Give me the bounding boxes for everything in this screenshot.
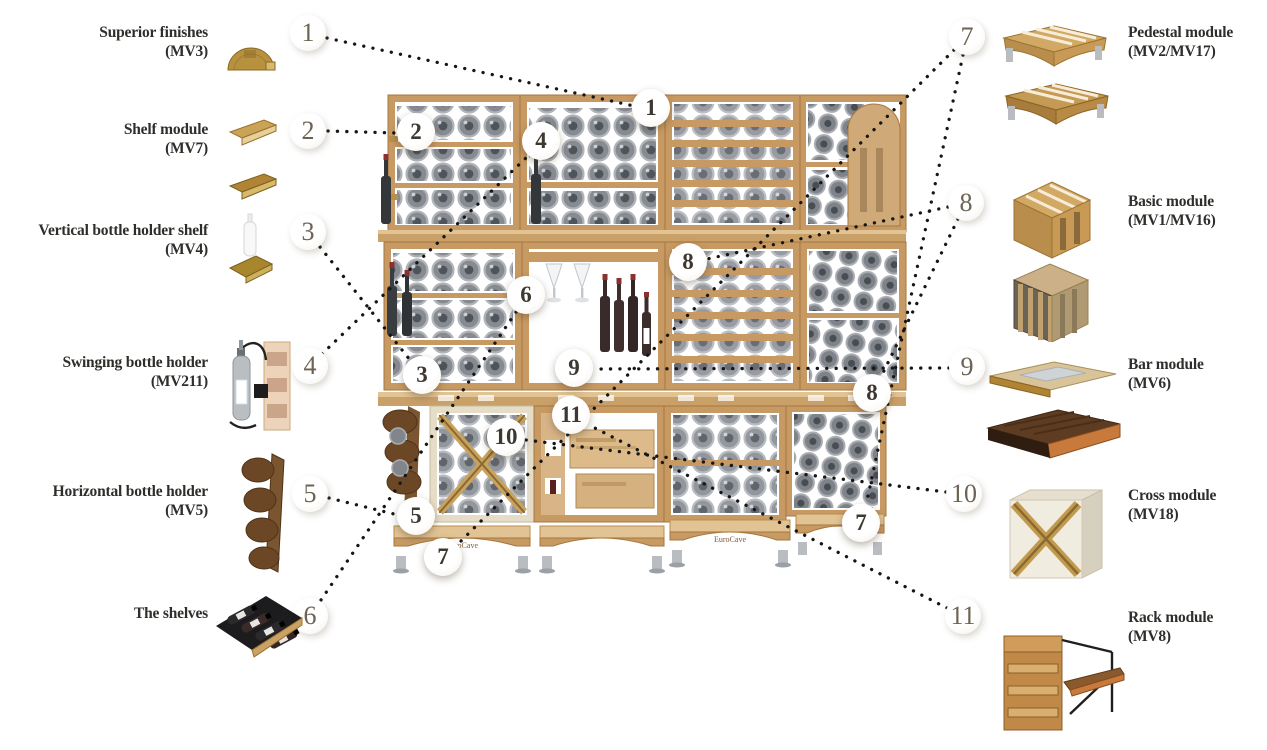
module-name: Cross module: [1128, 487, 1217, 504]
module-code: (MV211): [150, 372, 208, 390]
connector-line-7a: [455, 48, 956, 547]
illus-horizontal-holder: [382, 406, 422, 522]
illus-rack-rows-module-3: [663, 405, 787, 523]
label-horizontal-bottle-holder: Horizontal bottle holder (MV5): [52, 483, 209, 520]
connector-line-10: [524, 438, 948, 494]
module-name: Bar module: [1128, 356, 1204, 373]
module-name: Pedestal module: [1128, 24, 1234, 41]
illus-standing-bottles: [600, 274, 651, 356]
module-code: (MV8): [1128, 627, 1171, 645]
superior-finishes-thumbnail: [227, 47, 276, 71]
marker-11: 11: [552, 396, 590, 434]
illus-basic-module: [519, 94, 666, 233]
pedestal-module-thumbnail: [1002, 25, 1109, 125]
module-code: (MV2/MV17): [1128, 42, 1216, 60]
module-name: The shelves: [133, 605, 208, 622]
connector-line-3: [318, 245, 412, 362]
illus-wine-glass: [573, 263, 591, 303]
horizontal-bottle-holder-thumbnail: [241, 453, 285, 573]
connector-line-5: [327, 496, 400, 517]
label-cross-module: Cross module (MV18): [1128, 487, 1216, 524]
illus-divider-plank-top: [378, 230, 906, 234]
badge-7: 7: [949, 19, 985, 55]
label-pedestal-module: Pedestal module (MV2/MV17): [1128, 24, 1233, 61]
label-the-shelves: The shelves: [134, 605, 208, 624]
marker-1: 1: [632, 89, 670, 127]
badge-11: 11: [945, 598, 981, 634]
label-vertical-bottle-holder-shelf: Vertical bottle holder shelf (MV4): [38, 222, 208, 259]
module-name: Shelf module: [123, 121, 208, 138]
marker-9: 9: [555, 349, 593, 387]
marker-5: 5: [397, 497, 435, 535]
marker-6: 6: [507, 276, 545, 314]
module-code: (MV3): [165, 42, 208, 60]
illus-rack-rows-module: [664, 94, 801, 233]
badge-4: 4: [292, 348, 328, 384]
illus-arch-module: [799, 94, 907, 233]
module-name: Rack module: [1128, 609, 1214, 626]
shelf-module-thumbnail: [228, 119, 278, 200]
marker-7b: 7: [842, 504, 880, 542]
connector-line-9: [592, 366, 951, 371]
connector-line-8a: [705, 205, 950, 261]
marker-3: 3: [403, 356, 441, 394]
module-name: Basic module: [1128, 193, 1214, 210]
badge-2: 2: [290, 113, 326, 149]
label-shelf-module: Shelf module (MV7): [124, 121, 208, 158]
eurocave-brand-text: EuroCave: [446, 541, 478, 550]
bar-module-thumbnail: [986, 361, 1121, 459]
illus-divider-plank-2-top: [378, 392, 906, 397]
connector-line-6: [319, 310, 518, 602]
label-bar-module: Bar module (MV6): [1128, 356, 1204, 393]
illus-bulk-module-3: [785, 405, 887, 517]
connector-line-11: [587, 423, 949, 610]
badge-3: 3: [290, 214, 326, 250]
module-name: Vertical bottle holder shelf: [38, 222, 208, 239]
label-basic-module: Basic module (MV1/MV16): [1128, 193, 1216, 230]
connector-line-8b: [879, 217, 960, 379]
cross-module-thumbnail: [1009, 489, 1103, 579]
marker-8a: 8: [669, 243, 707, 281]
connector-line-1: [325, 36, 636, 108]
module-code: (MV1/MV16): [1128, 211, 1216, 229]
vertical-bottle-holder-thumbnail: [228, 213, 274, 284]
module-code: (MV18): [1128, 505, 1179, 523]
label-superior-finishes: Superior finishes (MV3): [99, 24, 208, 61]
the-shelves-thumbnail: [216, 596, 303, 658]
illus-wine-glass: [545, 263, 563, 303]
module-code: (MV6): [1128, 374, 1171, 392]
badge-1: 1: [290, 15, 326, 51]
module-code: (MV7): [165, 139, 208, 157]
rack-module-thumbnail: [1003, 635, 1125, 731]
marker-4: 4: [522, 122, 560, 160]
eurocave-brand-text: EuroCave: [714, 535, 746, 544]
connector-line-2: [326, 129, 398, 135]
module-name: Horizontal bottle holder: [52, 483, 209, 500]
illus-bulk-module-2: [799, 241, 907, 391]
module-name: Superior finishes: [99, 24, 208, 41]
illus-standing-bottle: [381, 154, 391, 224]
marker-2: 2: [397, 113, 435, 151]
illus-service-module: [521, 241, 666, 391]
badge-5: 5: [292, 476, 328, 512]
badge-10: 10: [946, 476, 982, 512]
badge-8: 8: [948, 185, 984, 221]
module-code: (MV5): [165, 501, 208, 519]
rack-assembly-illustration: EuroCave EuroCave: [378, 94, 907, 574]
label-swinging-bottle-holder: Swinging bottle holder (MV211): [62, 354, 209, 391]
marker-7a: 7: [424, 538, 462, 576]
connector-line-4: [320, 154, 530, 356]
connector-line-7b: [864, 53, 965, 507]
marker-8b: 8: [853, 374, 891, 412]
marker-10: 10: [487, 418, 525, 456]
label-rack-module: Rack module (MV8): [1128, 609, 1213, 646]
module-code: (MV4): [165, 240, 208, 258]
swinging-bottle-holder-thumbnail: [229, 340, 291, 431]
badge-9: 9: [949, 349, 985, 385]
basic-module-thumbnail: [1012, 181, 1092, 342]
module-name: Swinging bottle holder: [62, 354, 209, 371]
